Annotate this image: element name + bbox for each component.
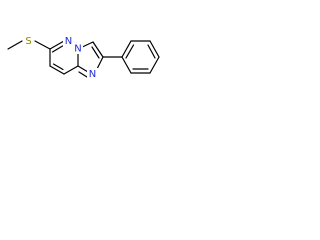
- bond-n1-c8a-double: [78, 71, 88, 78]
- bond-sulfur-ring: [34, 40, 51, 50]
- bond-ph-4: [149, 56, 160, 74]
- bond-methyl-sulfur: [7, 40, 23, 50]
- nitrogen-top-label: N: [65, 36, 72, 47]
- bond-c2-n1: [96, 56, 104, 70]
- bond-c6-n1-double: [51, 45, 64, 53]
- bond-c3-c2: [92, 41, 104, 58]
- bond-c8-c7: [49, 65, 65, 75]
- bond-ph-3: [149, 40, 160, 58]
- structure-diagram: S N N N: [0, 0, 225, 113]
- sulfur-label: S: [25, 36, 31, 47]
- nitrogen-lower-label-bg: [87, 68, 98, 80]
- bond-c8a-c8: [63, 65, 79, 75]
- bond-ph-1-double: [125, 44, 135, 59]
- nitrogen-top-label-bg: [63, 35, 74, 47]
- bond-c8-c7-double: [52, 63, 64, 71]
- nitrogen-bridge-label: N: [74, 44, 81, 55]
- molecule-drawing: S N N N: [7, 35, 160, 80]
- bond-ph-6: [121, 56, 132, 74]
- bond-n1-c8a: [77, 65, 89, 73]
- bond-ph-1: [121, 40, 132, 58]
- nitrogen-lower-label: N: [89, 69, 96, 80]
- bond-c3-c2-double: [91, 46, 100, 59]
- sulfur-label-bg: [23, 35, 34, 47]
- bond-c6-n1: [49, 40, 65, 50]
- bond-ph-3-double: [147, 44, 156, 59]
- nitrogen-bridge-label-bg: [73, 43, 83, 54]
